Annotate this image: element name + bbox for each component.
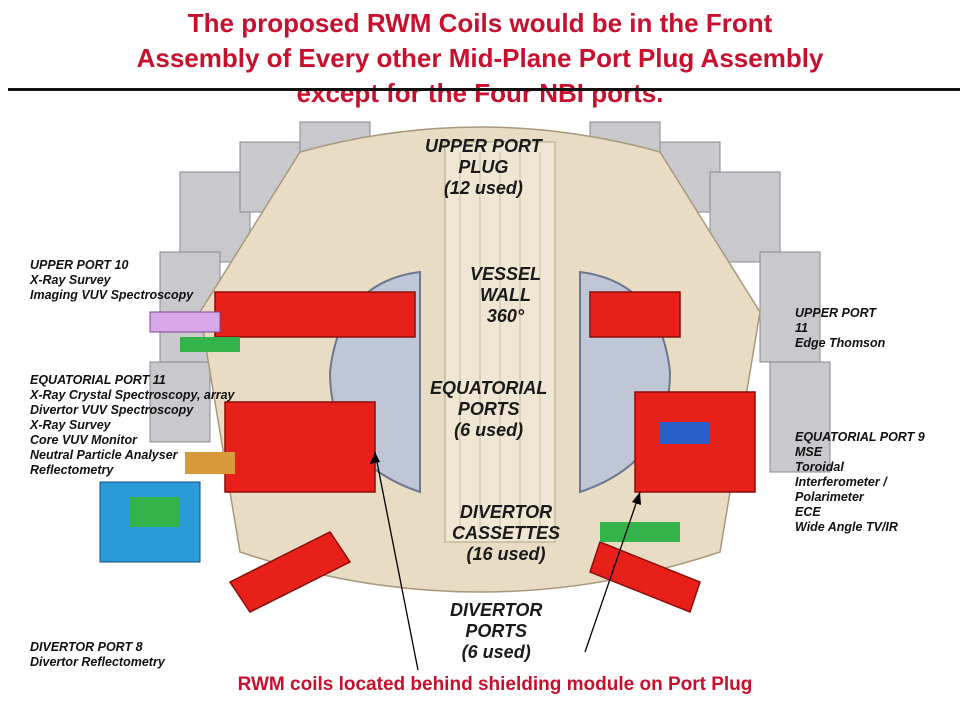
divertor-port-8-label: DIVERTOR PORT 8 Divertor Reflectometry [30, 640, 165, 669]
arrowhead-left [370, 452, 380, 464]
tokamak-cutaway-illustration [99, 121, 831, 671]
arrowhead-right [632, 492, 641, 505]
port-plugs [214, 291, 756, 613]
divertor-ports-label: DIVERTOR PORTS (6 used) [450, 600, 543, 662]
annotation-arrows [374, 451, 641, 671]
equatorial-port-11-label: EQUATORIAL PORT 11 X-Ray Crystal Spectro… [30, 373, 235, 477]
equatorial-ports-label: EQUATORIAL PORTS (6 used) [430, 378, 548, 440]
caption: RWM coils located behind shielding modul… [237, 674, 753, 695]
vessel-wall-label: VESSEL WALL 360° [470, 264, 542, 326]
title-line-1: The proposed RWM Coils would be in the F… [187, 8, 773, 38]
title-divider [8, 88, 960, 91]
diagnostic-equipment [99, 311, 710, 563]
divertor-cassettes-label: DIVERTOR CASSETTES (16 used) [452, 502, 561, 564]
slide-title: The proposed RWM Coils would be in the F… [0, 6, 960, 111]
title-line-2: Assembly of Every other Mid-Plane Port P… [136, 43, 824, 73]
upper-port-plug-label: UPPER PORT PLUG (12 used) [425, 136, 542, 198]
upper-port-10-label: UPPER PORT 10 X-Ray Survey Imaging VUV S… [30, 258, 194, 302]
upper-port-11-label: UPPER PORT 11 Edge Thomson [795, 306, 886, 350]
title-line-3: except for the Four NBI ports. [296, 78, 664, 108]
equatorial-port-9-label: EQUATORIAL PORT 9 MSE Toroidal Interfero… [795, 430, 925, 534]
